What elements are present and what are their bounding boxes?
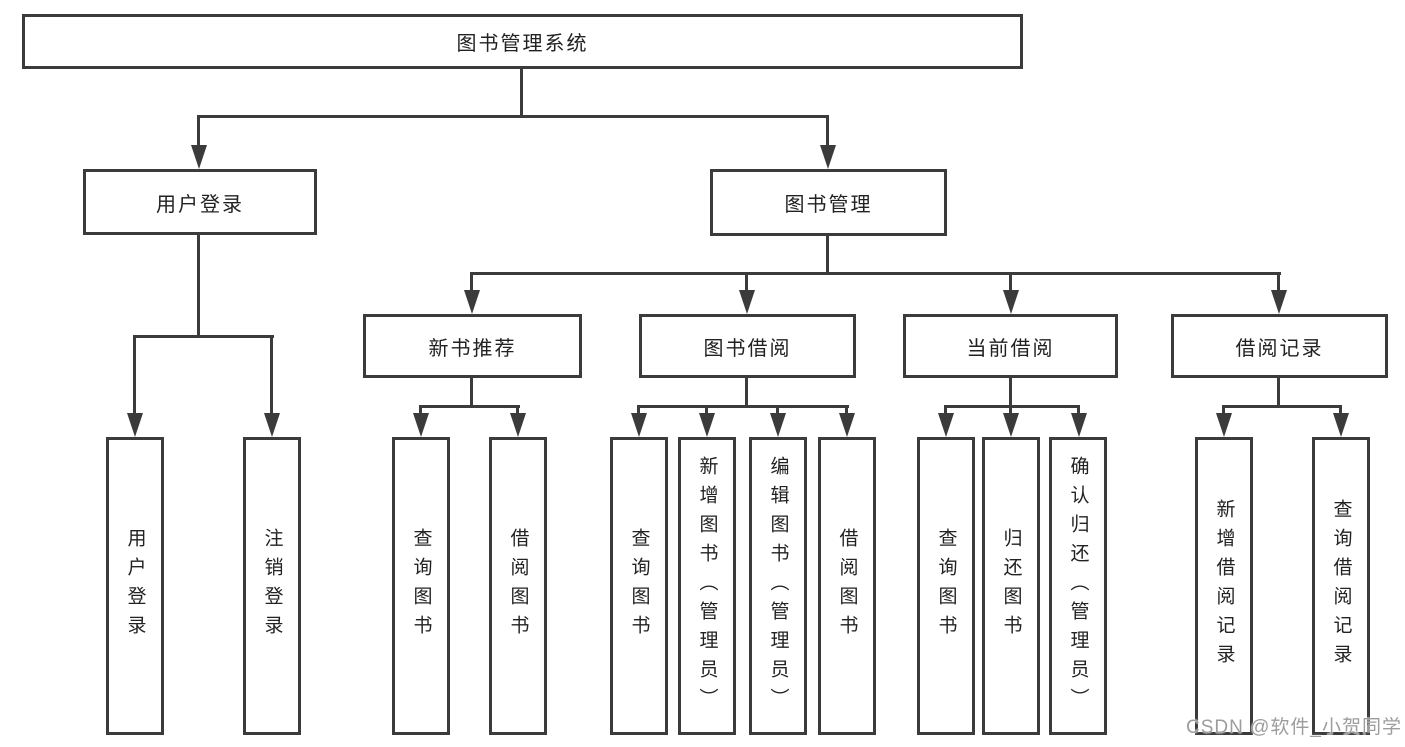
node-book-borrowing: 图书借阅 [639,314,856,378]
leaf-add-borrow-record: 新增借阅记录 [1195,437,1253,735]
connector-line [470,378,473,408]
connector-line [1009,405,1012,415]
arrowhead-icon [191,145,207,169]
node-root: 图书管理系统 [22,14,1023,69]
node-current-borrowing: 当前借阅 [903,314,1118,378]
connector-line [419,405,422,415]
connector-line [470,272,473,292]
arrowhead-icon [631,413,647,437]
leaf-user-login: 用户登录 [106,437,164,735]
arrowhead-icon [264,413,280,437]
connector-line [705,405,708,415]
connector-line [1277,272,1280,292]
arrowhead-icon [1003,290,1019,314]
leaf-query-books-borrowing: 查询图书 [610,437,668,735]
connector-line [1222,405,1342,408]
arrowhead-icon [820,145,836,169]
connector-line [944,405,947,415]
leaf-edit-books-admin: 编辑图书（管理员） [749,437,807,735]
node-borrowing-records: 借阅记录 [1171,314,1388,378]
leaf-return-books: 归还图书 [982,437,1040,735]
arrowhead-icon [127,413,143,437]
arrowhead-icon [938,413,954,437]
connector-line [1009,272,1012,292]
connector-line [197,235,200,338]
connector-line [133,335,136,413]
connector-line [1222,405,1225,415]
connector-line [1009,378,1012,408]
csdn-watermark: CSDN @软件_小贺同学 [1186,717,1402,738]
arrowhead-icon [770,413,786,437]
connector-line [944,405,1080,408]
arrowhead-icon [1271,290,1287,314]
connector-line [637,405,849,408]
connector-line [197,115,200,147]
leaf-query-books-current: 查询图书 [917,437,975,735]
arrowhead-icon [839,413,855,437]
connector-line [470,272,1281,275]
connector-line [516,405,519,415]
arrowhead-icon [1333,413,1349,437]
connector-line [520,69,523,117]
arrowhead-icon [413,413,429,437]
connector-line [133,335,274,338]
arrowhead-icon [739,290,755,314]
leaf-query-borrow-record: 查询借阅记录 [1312,437,1370,735]
node-book-management: 图书管理 [710,169,947,236]
connector-line [419,405,520,408]
arrowhead-icon [464,290,480,314]
connector-line [197,115,829,118]
connector-line [1277,378,1280,408]
connector-line [845,405,848,415]
leaf-logout: 注销登录 [243,437,301,735]
connector-line [826,236,829,275]
leaf-borrow-books-borrowing: 借阅图书 [818,437,876,735]
node-user-login-branch: 用户登录 [83,169,317,235]
connector-line [745,378,748,408]
connector-line [270,335,273,413]
connector-line [776,405,779,415]
arrowhead-icon [510,413,526,437]
leaf-add-books-admin: 新增图书（管理员） [678,437,736,735]
arrowhead-icon [1003,413,1019,437]
connector-line [1077,405,1080,415]
node-new-book-recommend: 新书推荐 [363,314,582,378]
arrowhead-icon [1216,413,1232,437]
arrowhead-icon [1071,413,1087,437]
connector-line [745,272,748,292]
arrowhead-icon [699,413,715,437]
leaf-borrow-books-recommend: 借阅图书 [489,437,547,735]
leaf-query-books-recommend: 查询图书 [392,437,450,735]
connector-line [637,405,640,415]
connector-line [826,115,829,147]
connector-line [1339,405,1342,415]
leaf-confirm-return-admin: 确认归还（管理员） [1049,437,1107,735]
